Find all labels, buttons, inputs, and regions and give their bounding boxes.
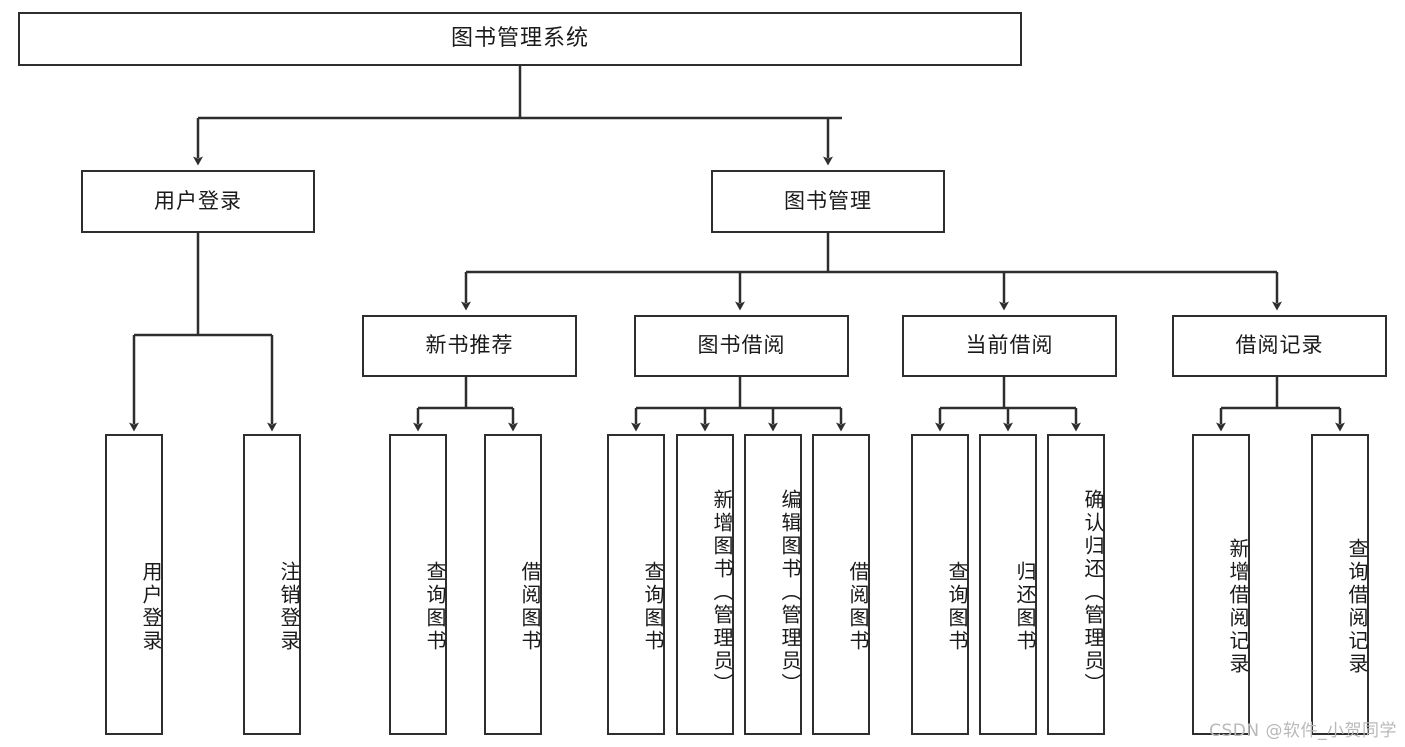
node-leaf-query-book-1[interactable]: 查询图书 bbox=[389, 434, 447, 735]
node-current-borrow[interactable]: 当前借阅 bbox=[902, 315, 1117, 377]
node-book-management[interactable]: 图书管理 bbox=[711, 170, 945, 233]
node-borrow-record[interactable]: 借阅记录 bbox=[1172, 315, 1387, 377]
node-root[interactable]: 图书管理系统 bbox=[18, 12, 1022, 66]
watermark: CSDN @软件_小贺同学 bbox=[1209, 721, 1397, 741]
node-leaf-user-login[interactable]: 用户登录 bbox=[105, 434, 163, 735]
node-leaf-logout-login[interactable]: 注销登录 bbox=[243, 434, 301, 735]
node-leaf-query-record[interactable]: 查询借阅记录 bbox=[1311, 434, 1369, 735]
node-leaf-return-book[interactable]: 归还图书 bbox=[979, 434, 1037, 735]
node-leaf-edit-book[interactable]: 编辑图书（管理员） bbox=[744, 434, 802, 735]
node-leaf-borrow-book-1[interactable]: 借阅图书 bbox=[484, 434, 542, 735]
node-leaf-confirm-return[interactable]: 确认归还（管理员） bbox=[1047, 434, 1105, 735]
node-leaf-add-book[interactable]: 新增图书（管理员） bbox=[676, 434, 734, 735]
node-leaf-query-book-2[interactable]: 查询图书 bbox=[607, 434, 665, 735]
node-user-login[interactable]: 用户登录 bbox=[81, 170, 315, 233]
node-leaf-borrow-book-2[interactable]: 借阅图书 bbox=[812, 434, 870, 735]
node-leaf-add-record[interactable]: 新增借阅记录 bbox=[1192, 434, 1250, 735]
node-leaf-query-book-3[interactable]: 查询图书 bbox=[911, 434, 969, 735]
node-book-borrow[interactable]: 图书借阅 bbox=[634, 315, 849, 377]
node-new-book-recommend[interactable]: 新书推荐 bbox=[362, 315, 577, 377]
